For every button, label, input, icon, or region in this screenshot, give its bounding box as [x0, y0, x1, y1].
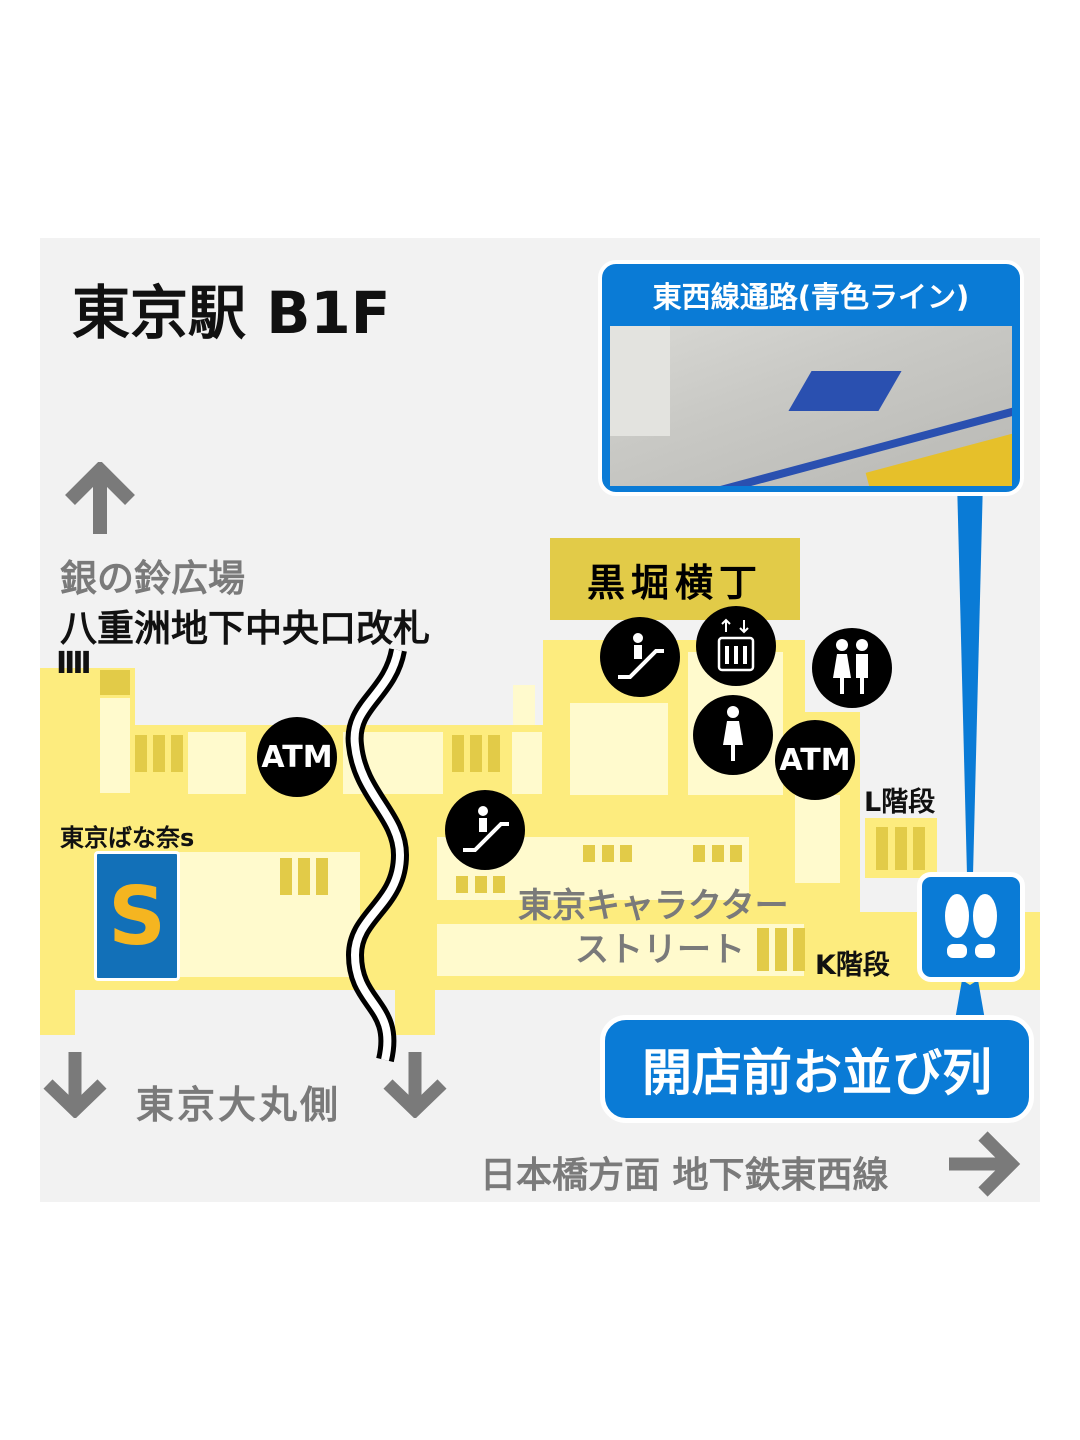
shop-block — [100, 698, 130, 793]
elevator-icon — [696, 606, 776, 686]
k-stairs-label: K階段 — [815, 950, 890, 981]
arrow-down-icon — [383, 1052, 447, 1118]
ginnosuzu-label: 銀の鈴広場 — [60, 557, 245, 600]
footprints-icon — [917, 872, 1025, 982]
daimaru-label: 東京大丸側 — [136, 1083, 342, 1127]
shop-block — [795, 795, 840, 883]
l-stairs-label: L階段 — [864, 787, 936, 818]
shop-block — [513, 685, 535, 725]
arrow-right-icon — [949, 1131, 1021, 1197]
arrow-down-icon — [43, 1052, 107, 1118]
restroom-icon — [812, 628, 892, 708]
escalator-icon — [600, 617, 680, 697]
shop-block — [178, 852, 360, 977]
banana-label: 東京ばな奈s — [60, 824, 195, 852]
callout-pointer-line — [955, 480, 985, 1020]
map-break-line — [345, 647, 410, 1063]
shop-block — [437, 924, 804, 976]
stair-marks: IIII — [56, 646, 92, 681]
callout-title: 東西線通路(青色ライン) — [652, 280, 970, 314]
yaesu-gate-label: 八重洲地下中央口改札 — [60, 607, 430, 650]
shop-block — [188, 732, 246, 794]
blue-line-photo — [610, 326, 1012, 486]
map-title: 東京駅 B1F — [72, 279, 391, 347]
womens-restroom-icon — [693, 695, 773, 775]
shop-block — [512, 732, 542, 794]
character-street-label-2: ストリート — [575, 930, 745, 970]
stair-block — [100, 670, 130, 695]
kurobori-label: 黒堀横丁 — [550, 538, 800, 620]
atm-icon: ATM — [775, 720, 855, 800]
floor-area — [40, 990, 75, 1035]
blue-line-callout: 東西線通路(青色ライン) — [598, 260, 1024, 496]
escalator-icon — [445, 790, 525, 870]
floor-area — [395, 990, 435, 1035]
character-street-label-1: 東京キャラクター — [518, 886, 789, 926]
shop-block — [570, 703, 668, 795]
banana-logo: S — [94, 851, 180, 981]
arrow-up-icon — [65, 462, 135, 534]
nihonbashi-label: 日本橋方面 地下鉄東西線 — [480, 1155, 889, 1196]
queue-label: 開店前お並び列 — [600, 1015, 1034, 1123]
atm-icon: ATM — [257, 717, 337, 797]
